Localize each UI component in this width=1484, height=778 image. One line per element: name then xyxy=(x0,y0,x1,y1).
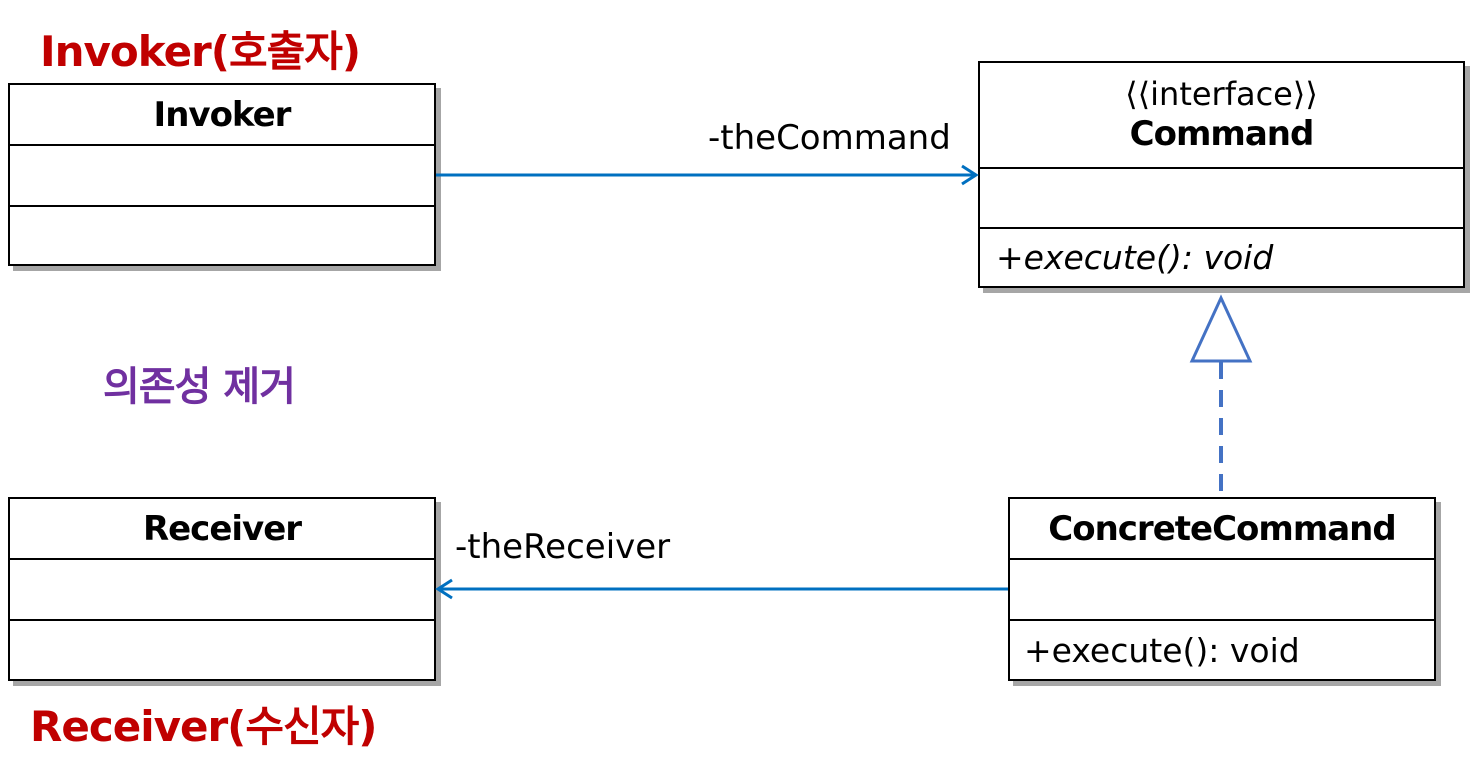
command-interface: ⟨⟨interface⟩⟩ Command +execute(): void xyxy=(978,61,1465,288)
the-command-label: -theCommand xyxy=(708,118,951,158)
concrete-command-operations: +execute(): void xyxy=(1024,630,1300,670)
association-arrowhead-icon xyxy=(435,578,453,600)
invoker-class-name: Invoker xyxy=(10,85,434,146)
concrete-command-class-name: ConcreteCommand xyxy=(1010,499,1434,560)
invoker-attributes xyxy=(10,146,434,207)
realization-triangle-icon xyxy=(1189,294,1253,363)
receiver-caption: Receiver(수신자) xyxy=(30,702,377,751)
command-operations: +execute(): void xyxy=(996,238,1274,277)
concrete-command-class: ConcreteCommand +execute(): void xyxy=(1008,497,1436,681)
dependency-removal-caption: 의존성 제거 xyxy=(103,364,296,410)
command-attributes xyxy=(980,169,1463,229)
invoker-caption: Invoker(호출자) xyxy=(40,27,361,76)
receiver-class-name: Receiver xyxy=(10,499,434,560)
invoker-class: Invoker xyxy=(8,83,436,266)
receiver-class: Receiver xyxy=(8,497,436,681)
concrete-command-attributes xyxy=(1010,560,1434,621)
receiver-attributes xyxy=(10,560,434,621)
the-receiver-label: -theReceiver xyxy=(455,527,671,567)
association-arrowhead-icon xyxy=(961,164,979,186)
interface-stereotype: ⟨⟨interface⟩⟩ xyxy=(1125,75,1318,113)
command-class-name: Command xyxy=(1129,114,1315,154)
command-header: ⟨⟨interface⟩⟩ Command xyxy=(980,63,1463,169)
